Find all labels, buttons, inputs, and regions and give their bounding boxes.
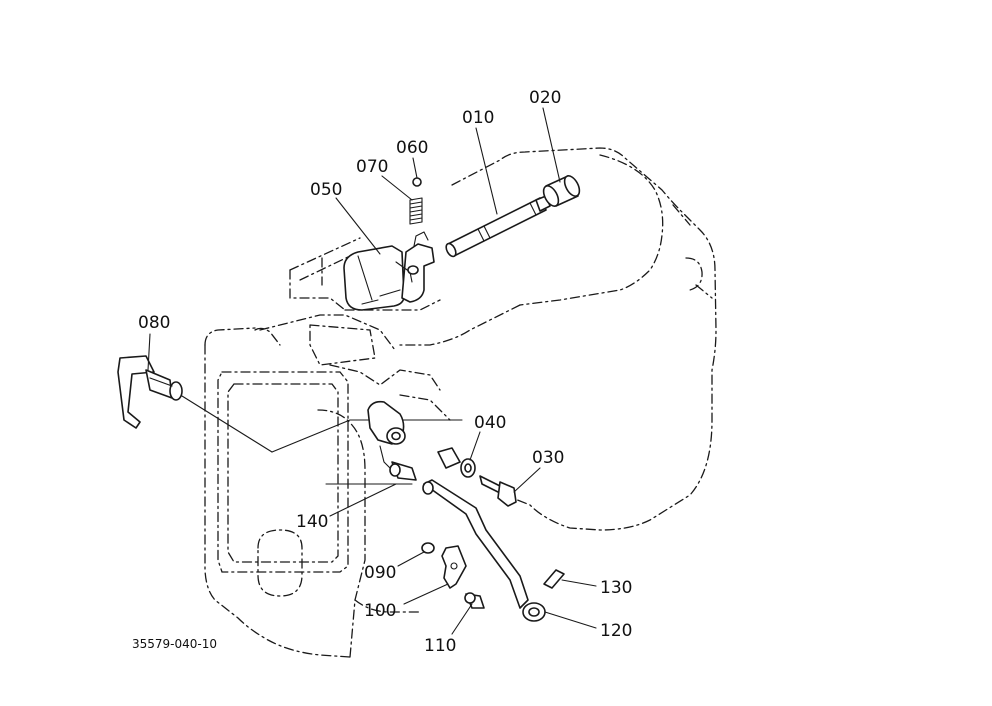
callout-050: 050 [310,180,342,200]
callout-060: 060 [396,138,428,158]
part-010-shaft [445,195,551,258]
callout-030: 030 [532,448,564,468]
drawing-number: 35579-040-10 [132,637,217,651]
nut-block [437,447,461,469]
callout-100: 100 [364,601,396,621]
callout-120: 120 [600,621,632,641]
part-030-bolt [479,475,517,507]
part-060-ball [412,177,422,187]
part-110-bolt [464,592,485,609]
callout-010: 010 [462,108,494,128]
case-linkage-boss [367,400,417,481]
callout-110: 110 [424,636,456,656]
callout-070: 070 [356,157,388,177]
callout-130: 130 [600,578,632,598]
callout-140: 140 [296,512,328,532]
transmission-housing-outline [259,147,717,531]
part-040-washer [460,458,476,478]
part-140-rod [422,479,529,609]
callout-020: 020 [529,88,561,108]
part-090-o-ring [421,542,435,554]
part-130-split-pin [543,569,565,589]
part-050-shift-fork [343,231,435,311]
front-case-outline [204,327,421,658]
leader-lines [147,107,597,635]
callout-080: 080 [138,313,170,333]
part-080-lever [117,355,463,453]
part-100-bracket [441,545,467,589]
part-020-collar [542,175,581,207]
part-120-end-fitting [522,602,546,622]
callout-040: 040 [474,413,506,433]
callout-090: 090 [364,563,396,583]
part-070-spring [409,197,423,225]
